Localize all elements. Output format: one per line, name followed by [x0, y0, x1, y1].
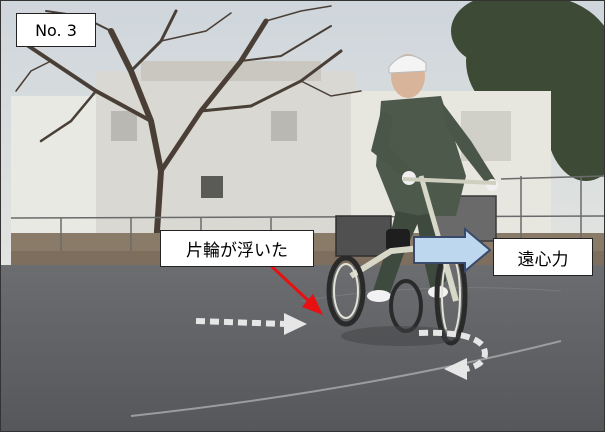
path-arrow-head-1: [284, 313, 307, 335]
centrifugal-force-label: 遠心力: [493, 238, 593, 276]
photo-number-badge: No. 3: [16, 13, 96, 47]
road: [1, 265, 604, 431]
pointer-arrow: [267, 262, 323, 315]
cyclist: [326, 54, 498, 346]
path-arrow-dashed: [195, 318, 488, 372]
wheel-lifted-label: 片輪が浮いた: [160, 230, 314, 267]
centrifugal-force-arrow: [413, 226, 492, 274]
cyclist-shadow: [341, 326, 461, 346]
bare-tree: [15, 5, 362, 249]
wheel-lifted-text: 片輪が浮いた: [186, 241, 288, 261]
photo-number-text: No. 3: [35, 20, 77, 40]
centrifugal-force-text: 遠心力: [517, 249, 569, 270]
path-arrow-head-2: [444, 358, 467, 380]
